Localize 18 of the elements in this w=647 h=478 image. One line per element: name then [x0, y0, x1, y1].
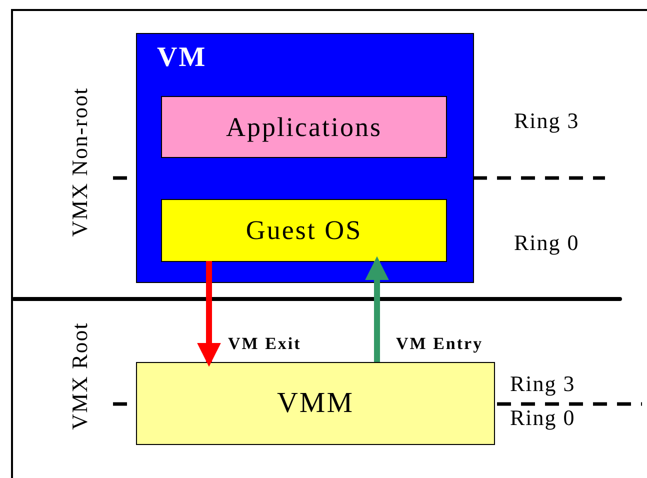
layer-box	[161, 96, 447, 158]
ring-label: Ring 3	[514, 110, 580, 132]
ring-label: Ring 3	[510, 373, 576, 395]
mode-label: VMX Root	[69, 322, 91, 430]
edge-label: VM Entry	[396, 335, 484, 352]
box-label: Guest OS	[246, 215, 362, 246]
arrow	[365, 256, 389, 362]
edge-label: VM Exit	[228, 335, 302, 352]
vm-box	[136, 33, 474, 283]
ring-label: Ring 0	[514, 232, 580, 254]
mode-label: VMX Non-root	[69, 87, 91, 237]
layer-box	[161, 199, 447, 262]
layer-box	[136, 362, 495, 445]
box-label: Applications	[226, 112, 382, 142]
box-title: VM	[157, 42, 207, 74]
arrow	[197, 261, 221, 367]
ring-label: Ring 0	[510, 407, 576, 429]
box-label: VMM	[276, 387, 354, 420]
